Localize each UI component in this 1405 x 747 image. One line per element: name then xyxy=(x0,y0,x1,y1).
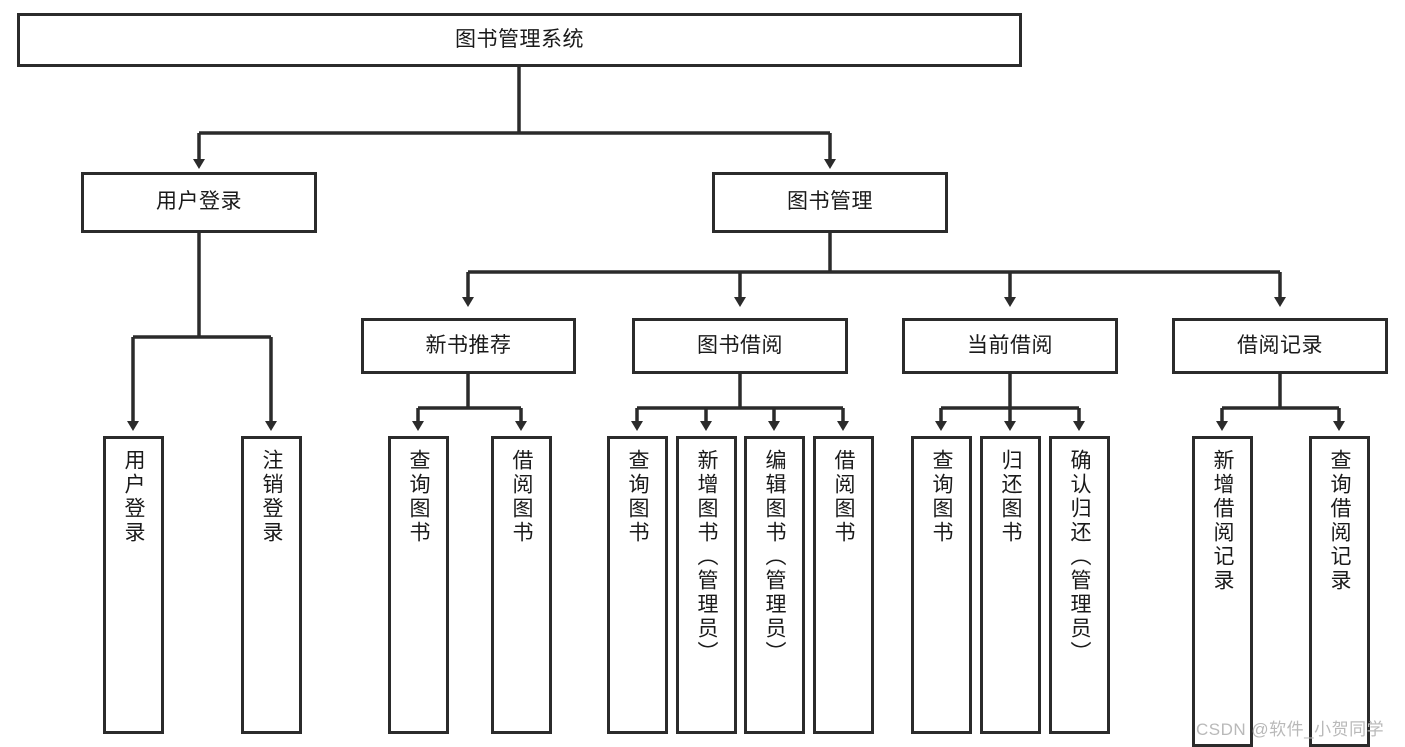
node-label: 用户登录 xyxy=(122,449,145,545)
node-label: 新书推荐 xyxy=(425,333,512,357)
node-label: 新增借阅记录 xyxy=(1211,449,1234,593)
node-label: 借阅记录 xyxy=(1237,333,1323,357)
leaf-current-borrow-confirm-return-admin[interactable]: 确认归还（管理员） xyxy=(1049,436,1110,734)
node-label: 查询图书 xyxy=(626,449,649,545)
leaf-book-borrow-query-book[interactable]: 查询图书 xyxy=(607,436,668,734)
leaf-borrow-record-add-record[interactable]: 新增借阅记录 xyxy=(1192,436,1253,747)
node-label: 注销登录 xyxy=(260,449,283,545)
node-root-book-management-system[interactable]: 图书管理系统 xyxy=(17,13,1022,67)
node-label: 借阅图书 xyxy=(832,449,855,545)
node-label: 当前借阅 xyxy=(967,333,1053,357)
leaf-book-borrow-edit-book-admin[interactable]: 编辑图书（管理员） xyxy=(744,436,805,734)
node-label: 查询借阅记录 xyxy=(1328,449,1351,593)
node-label: 编辑图书（管理员） xyxy=(763,449,786,665)
node-label: 图书借阅 xyxy=(697,333,783,357)
node-label: 用户登录 xyxy=(156,190,242,214)
node-label: 借阅图书 xyxy=(510,449,533,545)
node-current-borrow[interactable]: 当前借阅 xyxy=(902,318,1118,374)
node-book-management[interactable]: 图书管理 xyxy=(712,172,948,233)
leaf-current-borrow-return-book[interactable]: 归还图书 xyxy=(980,436,1041,734)
node-new-book-recommend[interactable]: 新书推荐 xyxy=(361,318,576,374)
leaf-new-book-borrow-book[interactable]: 借阅图书 xyxy=(491,436,552,734)
node-label: 确认归还（管理员） xyxy=(1068,449,1091,665)
leaf-current-borrow-query-book[interactable]: 查询图书 xyxy=(911,436,972,734)
leaf-new-book-query-book[interactable]: 查询图书 xyxy=(388,436,449,734)
leaf-book-borrow-add-book-admin[interactable]: 新增图书（管理员） xyxy=(676,436,737,734)
node-label: 查询图书 xyxy=(407,449,430,545)
leaf-user-login-login[interactable]: 用户登录 xyxy=(103,436,164,734)
node-user-login[interactable]: 用户登录 xyxy=(81,172,317,233)
leaf-borrow-record-query-record[interactable]: 查询借阅记录 xyxy=(1309,436,1370,747)
node-borrow-record[interactable]: 借阅记录 xyxy=(1172,318,1388,374)
leaf-user-login-logout[interactable]: 注销登录 xyxy=(241,436,302,734)
node-book-borrow[interactable]: 图书借阅 xyxy=(632,318,848,374)
node-label: 归还图书 xyxy=(999,449,1022,545)
node-label: 新增图书（管理员） xyxy=(695,449,718,665)
leaf-book-borrow-borrow-book[interactable]: 借阅图书 xyxy=(813,436,874,734)
node-label: 图书管理 xyxy=(787,190,873,214)
node-label: 查询图书 xyxy=(930,449,953,545)
node-label: 图书管理系统 xyxy=(455,27,584,51)
